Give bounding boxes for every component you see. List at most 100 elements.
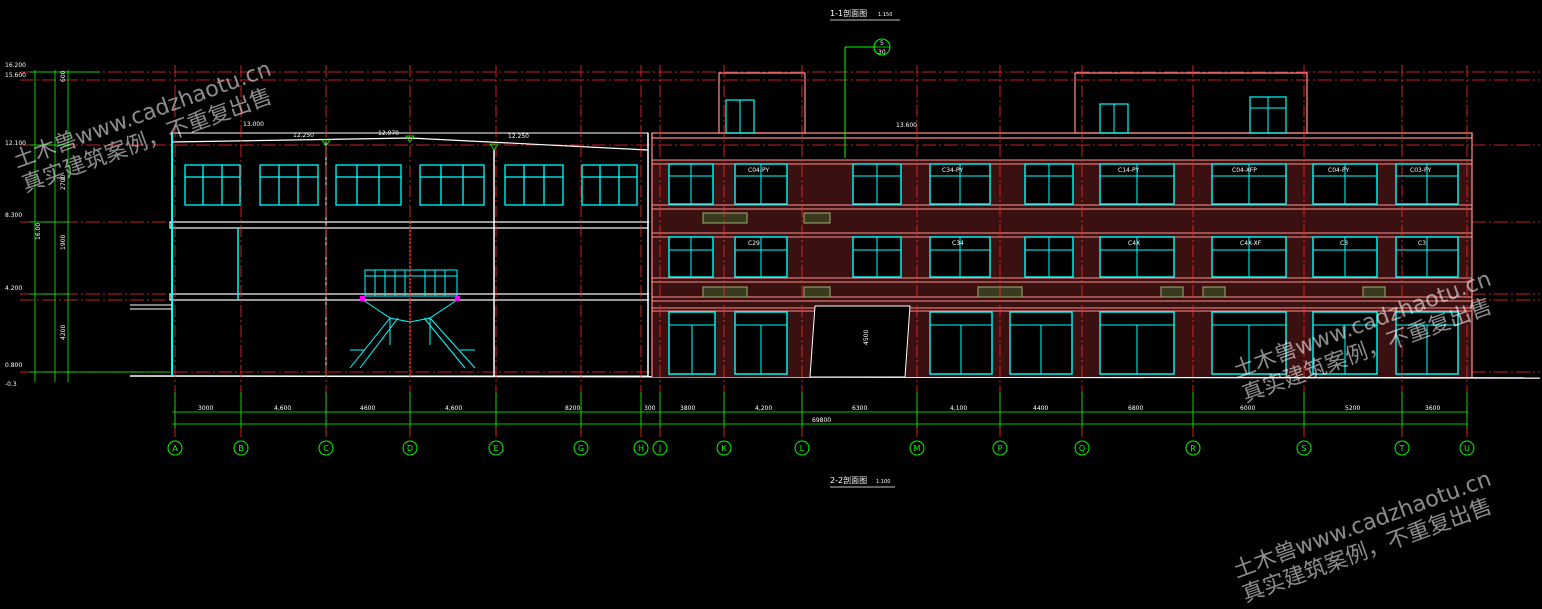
svg-text:4,100: 4,100 bbox=[950, 405, 967, 412]
axis-label-U: U bbox=[1464, 444, 1470, 453]
svg-text:C29: C29 bbox=[748, 240, 760, 247]
axis-label-J: J bbox=[658, 444, 661, 453]
axis-label-K: K bbox=[721, 444, 727, 453]
axis-label-P: P bbox=[998, 444, 1003, 453]
cad-section-drawing: 1-1剖面图 1:150 2-2剖面图 1:100 16.200 15.600 … bbox=[5, 8, 1541, 488]
axis-label-B: B bbox=[238, 444, 244, 453]
svg-text:6000: 6000 bbox=[1240, 405, 1255, 412]
svg-text:16.00: 16.00 bbox=[35, 223, 42, 240]
svg-text:4,600: 4,600 bbox=[274, 405, 291, 412]
left-upper-windows bbox=[184, 164, 638, 206]
svg-text:30: 30 bbox=[878, 49, 886, 56]
axis-label-Q: Q bbox=[1079, 444, 1085, 453]
svg-text:C4X: C4X bbox=[1128, 240, 1140, 247]
right-upper-mullions bbox=[669, 164, 1458, 204]
axis-label-A: A bbox=[172, 444, 178, 453]
axis-label-E: E bbox=[493, 444, 498, 453]
svg-text:300: 300 bbox=[644, 405, 656, 412]
svg-text:12.250: 12.250 bbox=[508, 133, 529, 140]
svg-text:3600: 3600 bbox=[1425, 405, 1440, 412]
stair-marker bbox=[455, 296, 460, 301]
axis-bubble-M bbox=[909, 440, 925, 456]
axis-label-T: T bbox=[1399, 444, 1405, 453]
svg-text:C34: C34 bbox=[952, 240, 964, 247]
axis-bubble-G bbox=[573, 440, 589, 456]
svg-text:4.200: 4.200 bbox=[5, 285, 22, 292]
svg-text:6300: 6300 bbox=[852, 405, 867, 412]
svg-text:5200: 5200 bbox=[1345, 405, 1360, 412]
svg-text:C4X-XF: C4X-XF bbox=[1240, 240, 1262, 247]
left-dimension-lines bbox=[30, 70, 170, 382]
axis-bubble-A bbox=[167, 440, 183, 456]
svg-text:C14-PY: C14-PY bbox=[1118, 167, 1139, 174]
axis-label-D: D bbox=[407, 444, 413, 453]
svg-text:4,600: 4,600 bbox=[445, 405, 462, 412]
svg-text:5: 5 bbox=[880, 40, 884, 47]
svg-text:12.100: 12.100 bbox=[5, 140, 26, 147]
axis-label-R: R bbox=[1190, 444, 1196, 453]
axis-bubble-R bbox=[1185, 440, 1201, 456]
svg-text:12.250: 12.250 bbox=[293, 132, 314, 139]
svg-text:8.300: 8.300 bbox=[5, 212, 22, 219]
axis-bubble-L bbox=[794, 440, 810, 456]
staircase bbox=[349, 269, 476, 369]
svg-text:4,200: 4,200 bbox=[755, 405, 772, 412]
axis-bubble-H bbox=[633, 440, 649, 456]
svg-text:2700: 2700 bbox=[60, 175, 67, 190]
storefronts bbox=[668, 311, 1459, 375]
svg-text:15.600: 15.600 bbox=[5, 72, 26, 79]
axis-bubble-B bbox=[233, 440, 249, 456]
svg-text:0.800: 0.800 bbox=[5, 362, 22, 369]
svg-text:13.600: 13.600 bbox=[896, 122, 917, 129]
roof-marks: 13.000 12.250 12.970 12.250 13.600 bbox=[243, 121, 917, 140]
svg-text:3000: 3000 bbox=[198, 405, 213, 412]
axis-bubble-C bbox=[318, 440, 334, 456]
svg-text:C04-PY: C04-PY bbox=[1328, 167, 1349, 174]
svg-text:600: 600 bbox=[60, 70, 67, 82]
bottom-dimension-lines bbox=[172, 411, 1468, 425]
svg-text:C04-PY: C04-PY bbox=[748, 167, 769, 174]
axis-bubble-J bbox=[652, 440, 668, 456]
svg-text:C03-PY: C03-PY bbox=[1410, 167, 1431, 174]
svg-text:C3: C3 bbox=[1340, 240, 1348, 247]
axis-label-H: H bbox=[638, 444, 644, 453]
svg-text:13.000: 13.000 bbox=[243, 121, 264, 128]
left-dimension-text: 600 2700 1900 4200 16.00 bbox=[35, 70, 67, 340]
svg-text:16.200: 16.200 bbox=[5, 62, 26, 69]
axis-label-L: L bbox=[800, 444, 805, 453]
svg-text:1900: 1900 bbox=[60, 235, 67, 250]
svg-text:-0.3: -0.3 bbox=[5, 381, 17, 388]
axis-label-S: S bbox=[1301, 444, 1306, 453]
svg-text:C3: C3 bbox=[1418, 240, 1426, 247]
upper-window-tags: C04-PY C34-PY C14-PY C04-XFP C04-PY C03-… bbox=[748, 167, 1431, 174]
stair-marker bbox=[360, 296, 365, 301]
svg-text:C34-PY: C34-PY bbox=[942, 167, 963, 174]
axis-bubble-P bbox=[992, 440, 1008, 456]
svg-text:12.970: 12.970 bbox=[378, 130, 399, 137]
axis-bubble-K bbox=[716, 440, 732, 456]
top-section-scale: 1:150 bbox=[878, 12, 892, 18]
svg-text:3800: 3800 bbox=[680, 405, 695, 412]
bottom-section-scale: 1:100 bbox=[876, 479, 890, 485]
axis-bubble-U bbox=[1459, 440, 1475, 456]
bottom-dimension-text: 3000 4,600 4600 4,600 8200 300 3800 4,20… bbox=[198, 405, 1440, 424]
axis-bubble-T bbox=[1394, 440, 1410, 456]
axis-bubble-D bbox=[402, 440, 418, 456]
svg-text:4400: 4400 bbox=[1033, 405, 1048, 412]
axis-label-G: G bbox=[578, 444, 584, 453]
svg-text:C04-XFP: C04-XFP bbox=[1232, 167, 1257, 174]
mid-window-tags: C29 C34 C4X C4X-XF C3 C3 bbox=[748, 240, 1426, 247]
svg-text:69800: 69800 bbox=[812, 417, 831, 424]
detail-callout: 5 30 bbox=[844, 38, 891, 158]
svg-text:4200: 4200 bbox=[60, 325, 67, 340]
axis-bubble-S bbox=[1296, 440, 1312, 456]
top-section-title: 1-1剖面图 bbox=[830, 8, 867, 18]
elevation-marks: 16.200 15.600 12.100 8.300 4.200 0.800 -… bbox=[5, 62, 26, 388]
right-mid-mullions bbox=[669, 237, 1458, 277]
svg-text:6800: 6800 bbox=[1128, 405, 1143, 412]
axis-label-C: C bbox=[323, 444, 329, 453]
door-height-note: 4500 bbox=[863, 330, 870, 345]
bottom-section-title: 2-2剖面图 bbox=[830, 475, 867, 485]
axis-bubble-Q bbox=[1074, 440, 1090, 456]
